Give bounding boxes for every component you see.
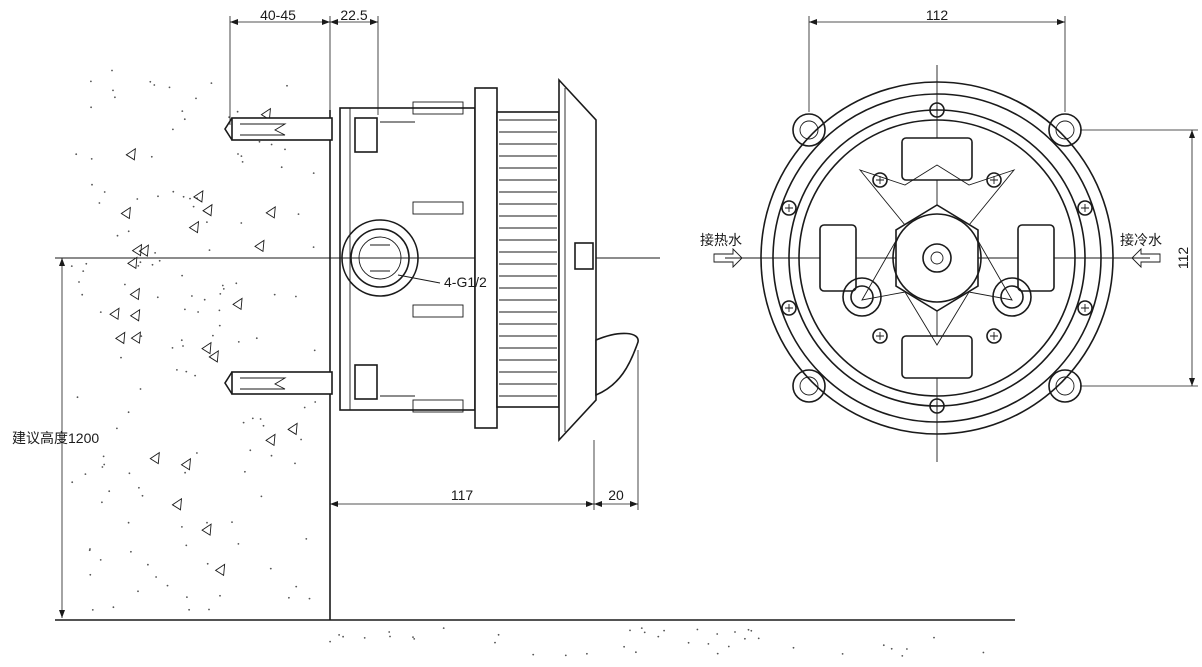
hub-hexagon: [895, 204, 979, 312]
top-outlet: [901, 137, 973, 181]
screws: [412, 101, 464, 413]
install-height-label: 建议高度1200: [12, 430, 99, 446]
g-half-inch-port: [341, 219, 419, 297]
front-view: [713, 65, 1161, 462]
dim-cover-depth: 20: [608, 487, 624, 503]
star-frame: [858, 164, 1016, 346]
dim-height: 112: [1175, 247, 1191, 270]
dim-box-offset: 22.5: [340, 7, 367, 23]
anchor-bolt-top: [224, 117, 333, 141]
hot-inlet-arrow: [713, 247, 743, 269]
nut-top: [354, 117, 378, 153]
outer-flange: [760, 81, 1114, 435]
handle: [595, 332, 639, 397]
dim-width: 112: [926, 7, 949, 23]
flange-plate: [474, 87, 498, 429]
dim-wall-depth: 40-45: [260, 7, 296, 23]
hot-port: [842, 277, 882, 317]
port-leader: [397, 274, 441, 284]
body-ring: [798, 119, 1076, 397]
left-outlet: [819, 224, 857, 292]
cover-notch: [574, 242, 594, 270]
anchor-bolt-bottom: [224, 371, 333, 395]
cold-inlet-arrow: [1131, 247, 1161, 269]
front-dimensions: [808, 16, 1198, 387]
cold-inlet-label: 接冷水: [1120, 232, 1162, 248]
side-view: [224, 77, 639, 443]
nut-bottom: [354, 364, 378, 400]
dim-body-depth: 117: [451, 487, 474, 503]
hot-inlet-label: 接热水: [700, 232, 742, 248]
valve-cartridge: [892, 213, 982, 303]
port-label: 4-G1/2: [444, 274, 487, 290]
cold-port: [992, 277, 1032, 317]
right-outlet: [1017, 224, 1055, 292]
bottom-outlet: [901, 335, 973, 379]
threaded-sleeve: [496, 111, 560, 408]
concrete-wall-texture: [70, 69, 985, 657]
screw-heads: [781, 102, 1093, 414]
sleeve-threads: [499, 119, 557, 397]
side-dimensions: [59, 16, 639, 618]
